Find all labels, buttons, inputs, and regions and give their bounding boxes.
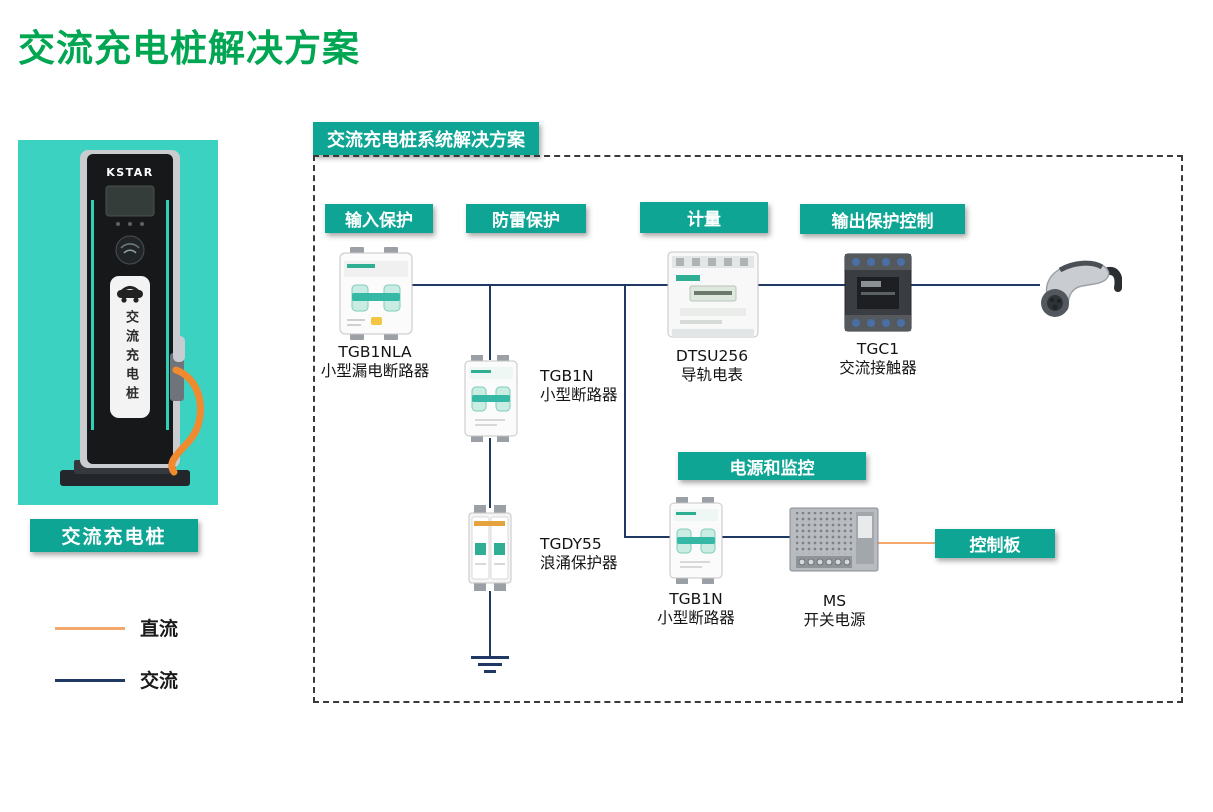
wire-branch-to-tgb1n — [489, 284, 491, 360]
ms-name: MS — [822, 592, 847, 610]
tgb1n-bottom-desc: 小型断路器 — [657, 608, 735, 627]
ground-symbol-line2 — [478, 663, 502, 666]
tgc1-label: TGC1 交流接触器 — [818, 340, 938, 378]
legend-ac-line — [55, 679, 125, 682]
tgdy55-surge-protector-image — [466, 503, 514, 593]
tgb1nla-breaker-image — [338, 247, 414, 340]
page-title: 交流充电桩解决方案 — [18, 27, 360, 70]
tgdy55-desc: 浪涌保护器 — [540, 553, 618, 572]
tgb1n-bottom-name: TGB1N — [669, 590, 723, 608]
tgb1n-top-name: TGB1N — [540, 367, 594, 385]
tgb1n-bottom-breaker-image — [668, 497, 724, 584]
tgb1nla-desc: 小型漏电断路器 — [320, 361, 430, 380]
dtsu256-label: DTSU256 导轨电表 — [652, 347, 772, 385]
badge-metering: 计量 — [640, 202, 768, 233]
tgc1-contactor-image — [843, 252, 913, 333]
car-icon — [117, 286, 143, 303]
tgc1-desc: 交流接触器 — [839, 358, 917, 377]
pile-vertical-text: 交流充电桩 — [123, 310, 138, 405]
badge-control-board: 控制板 — [935, 529, 1055, 558]
diagram-title-badge: 交流充电桩系统解决方案 — [313, 122, 539, 155]
tgdy55-label: TGDY55 浪涌保护器 — [540, 535, 618, 573]
badge-input-protection: 输入保护 — [325, 204, 433, 233]
tgb1n-top-label: TGB1N 小型断路器 — [540, 367, 618, 405]
wire-branch-to-power-section — [624, 284, 626, 538]
dtsu256-desc: 导轨电表 — [680, 365, 743, 384]
dtsu256-name: DTSU256 — [675, 347, 749, 365]
ms-power-supply-image — [788, 504, 880, 577]
tgb1n-bottom-label: TGB1N 小型断路器 — [636, 590, 756, 628]
ground-symbol-line3 — [484, 670, 496, 673]
tgdy55-name: TGDY55 — [540, 535, 602, 553]
tgb1nla-label: TGB1NLA 小型漏电断路器 — [310, 343, 440, 381]
product-label-badge: 交流充电桩 — [30, 519, 198, 552]
badge-power-and-monitoring: 电源和监控 — [678, 452, 866, 480]
charging-pile-photo: KSTAR 交流充电桩 — [18, 140, 218, 505]
legend-dc-line — [55, 627, 125, 630]
ground-symbol-line1 — [471, 656, 509, 659]
ms-desc: 开关电源 — [803, 610, 866, 629]
wire-tgb1n-to-ms — [722, 536, 790, 538]
charging-pile-illustration: KSTAR — [60, 150, 204, 486]
tgb1n-top-desc: 小型断路器 — [540, 385, 618, 404]
orange-cable — [168, 366, 204, 476]
wire-dc-ms-to-control-board — [878, 542, 936, 544]
legend-ac-label: 交流 — [140, 670, 179, 692]
diagram-frame — [313, 155, 1183, 703]
wire-tgdy55-to-ground — [489, 591, 491, 657]
dtsu256-meter-image — [666, 248, 760, 341]
badge-lightning-protection: 防雷保护 — [466, 204, 586, 233]
brand-text: KSTAR — [106, 166, 154, 179]
wire-tgb1n-to-tgdy55 — [489, 438, 491, 508]
tgb1nla-name: TGB1NLA — [338, 343, 412, 361]
tgb1n-top-breaker-image — [463, 355, 519, 442]
tgc1-name: TGC1 — [856, 340, 900, 358]
charging-gun-image — [1028, 246, 1122, 330]
wire-into-bottom-tgb1n — [624, 536, 670, 538]
legend-dc-label: 直流 — [140, 618, 179, 640]
ms-label: MS 开关电源 — [777, 592, 892, 630]
badge-output-protection-control: 输出保护控制 — [800, 204, 965, 234]
